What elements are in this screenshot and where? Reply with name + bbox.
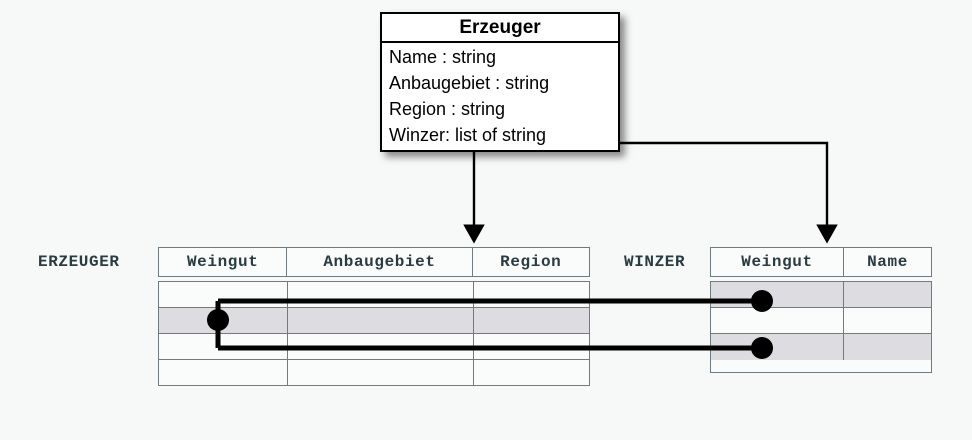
column-header-winzer-weingut: Weingut: [711, 248, 844, 276]
table-cell: [159, 360, 288, 386]
uml-attribute-name: Name : string: [389, 47, 497, 67]
column-header-erzeuger-region: Region: [500, 253, 562, 271]
table-label-winzer: WINZER: [624, 253, 686, 271]
uml-class-title: Erzeuger: [382, 14, 618, 43]
table-cell: [474, 308, 589, 333]
uml-attribute-region: Region : string: [389, 99, 506, 119]
table-header-winzer: Weingut Name: [710, 247, 932, 277]
column-header-winzer-name: Name: [867, 253, 908, 271]
table-row[interactable]: [159, 334, 589, 360]
uml-attribute-anbaugebiet: Anbaugebiet : string: [389, 73, 550, 93]
table-cell: [844, 282, 931, 307]
arrow-to-winzer-table: [606, 141, 838, 244]
table-cell: [159, 282, 288, 307]
table-cell: [844, 334, 931, 360]
table-cell: [844, 308, 931, 333]
table-cell: [159, 334, 288, 359]
table-row[interactable]: [711, 282, 931, 308]
column-header-erzeuger-anbaugebiet: Anbaugebiet: [287, 248, 473, 276]
table-cell: [474, 360, 589, 386]
table-row[interactable]: [159, 308, 589, 334]
table-header-erzeuger: Weingut Anbaugebiet Region: [158, 247, 590, 277]
table-cell: [711, 282, 844, 307]
table-row[interactable]: [711, 308, 931, 334]
table-cell: [288, 360, 474, 386]
table-body-winzer: [710, 281, 932, 373]
table-cell: [288, 282, 474, 307]
table-row[interactable]: [159, 360, 589, 386]
uml-attribute-winzer: Winzer: list of string: [389, 125, 547, 145]
table-cell: [711, 308, 844, 333]
table-label-erzeuger: ERZEUGER: [38, 253, 120, 271]
uml-class-box-erzeuger: Erzeuger Name : string Anbaugebiet : str…: [380, 12, 620, 152]
table-cell: [474, 282, 589, 307]
table-cell: [288, 308, 474, 333]
table-cell: [711, 334, 844, 360]
table-body-erzeuger: [158, 281, 590, 386]
table-cell: [288, 334, 474, 359]
column-header-erzeuger-weingut: Weingut: [159, 248, 288, 276]
table-cell: [474, 334, 589, 359]
table-cell: [159, 308, 288, 333]
uml-attribute-list: Name : string Anbaugebiet : string Regio…: [382, 43, 618, 150]
table-row[interactable]: [711, 334, 931, 360]
table-row[interactable]: [159, 282, 589, 308]
